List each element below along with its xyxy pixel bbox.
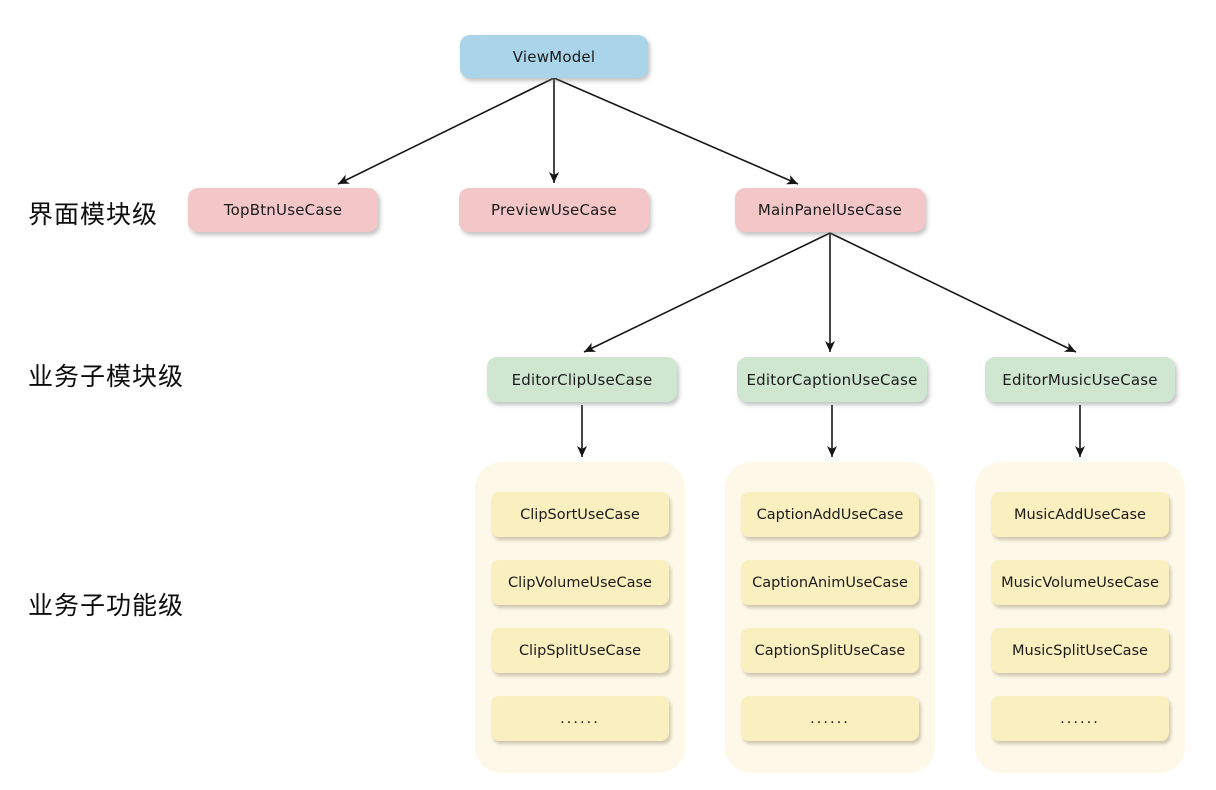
node-music-ellipsis: ...... <box>991 696 1169 741</box>
node-musicaddusecase: MusicAddUseCase <box>991 492 1169 537</box>
node-captionsplitusecase: CaptionSplitUseCase <box>741 628 919 673</box>
node-editormusicusecase: EditorMusicUseCase <box>985 357 1175 402</box>
node-captionanimusecase: CaptionAnimUseCase <box>741 560 919 605</box>
arrow-mainpanel-to-editorclip <box>583 232 831 353</box>
node-editorcaptionusecase: EditorCaptionUseCase <box>737 357 927 402</box>
arrow-mainpanel-to-editormusic <box>829 232 1077 353</box>
node-musicvolumeusecase: MusicVolumeUseCase <box>991 560 1169 605</box>
arrow-viewmodel-to-topbtn <box>337 77 555 185</box>
arrow-viewmodel-to-mainpanel <box>553 77 799 185</box>
row-label-ui-module-level: 界面模块级 <box>28 200 159 229</box>
row-label-business-subfunction-level: 业务子功能级 <box>28 591 185 620</box>
node-mainpanelusecase: MainPanelUseCase <box>735 188 925 232</box>
group-caption-usecases: CaptionAddUseCase CaptionAnimUseCase Cap… <box>725 462 935 773</box>
group-clip-usecases: ClipSortUseCase ClipVolumeUseCase ClipSp… <box>475 462 685 773</box>
node-clip-ellipsis: ...... <box>491 696 669 741</box>
node-clipvolumeusecase: ClipVolumeUseCase <box>491 560 669 605</box>
node-captionaddusecase: CaptionAddUseCase <box>741 492 919 537</box>
node-clipsortusecase: ClipSortUseCase <box>491 492 669 537</box>
node-clipsplitusecase: ClipSplitUseCase <box>491 628 669 673</box>
node-previewusecase: PreviewUseCase <box>459 188 649 232</box>
group-music-usecases: MusicAddUseCase MusicVolumeUseCase Music… <box>975 462 1185 773</box>
node-caption-ellipsis: ...... <box>741 696 919 741</box>
row-label-business-submodule-level: 业务子模块级 <box>28 362 185 391</box>
node-musicsplitusecase: MusicSplitUseCase <box>991 628 1169 673</box>
node-viewmodel: ViewModel <box>460 35 648 78</box>
node-editorclipusecase: EditorClipUseCase <box>487 357 677 402</box>
node-topbtnusecase: TopBtnUseCase <box>188 188 378 232</box>
